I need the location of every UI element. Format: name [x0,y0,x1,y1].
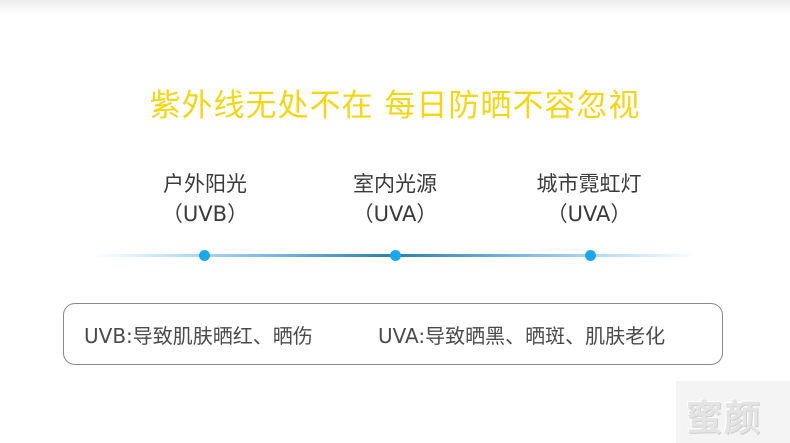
timeline-dot [199,250,210,261]
source-uv-type: （UVB） [161,202,249,226]
top-shadow-band [0,0,790,14]
uva-effect-text: UVA:导致晒黑、晒斑、肌肤老化 [378,324,666,348]
timeline-dot [585,250,596,261]
source-uv-type: （UVA） [546,202,632,226]
info-box [63,303,723,365]
uvb-effect-text: UVB:导致肌肤晒红、晒伤 [84,324,313,348]
source-uv-type: （UVA） [352,202,438,226]
watermark-logo: 蜜颜 [686,397,763,439]
source-name: 户外阳光 [163,172,247,196]
watermark-background [676,381,790,443]
source-city-neon: 城市霓虹灯 （UVA） [489,169,689,229]
source-name: 室内光源 [353,172,437,196]
source-outdoor-sunlight: 户外阳光 （UVB） [105,169,305,229]
source-indoor-light: 室内光源 （UVA） [295,169,495,229]
headline: 紫外线无处不在 每日防晒不容忽视 [149,88,641,124]
source-name: 城市霓虹灯 [536,172,642,196]
timeline-dot [390,250,401,261]
